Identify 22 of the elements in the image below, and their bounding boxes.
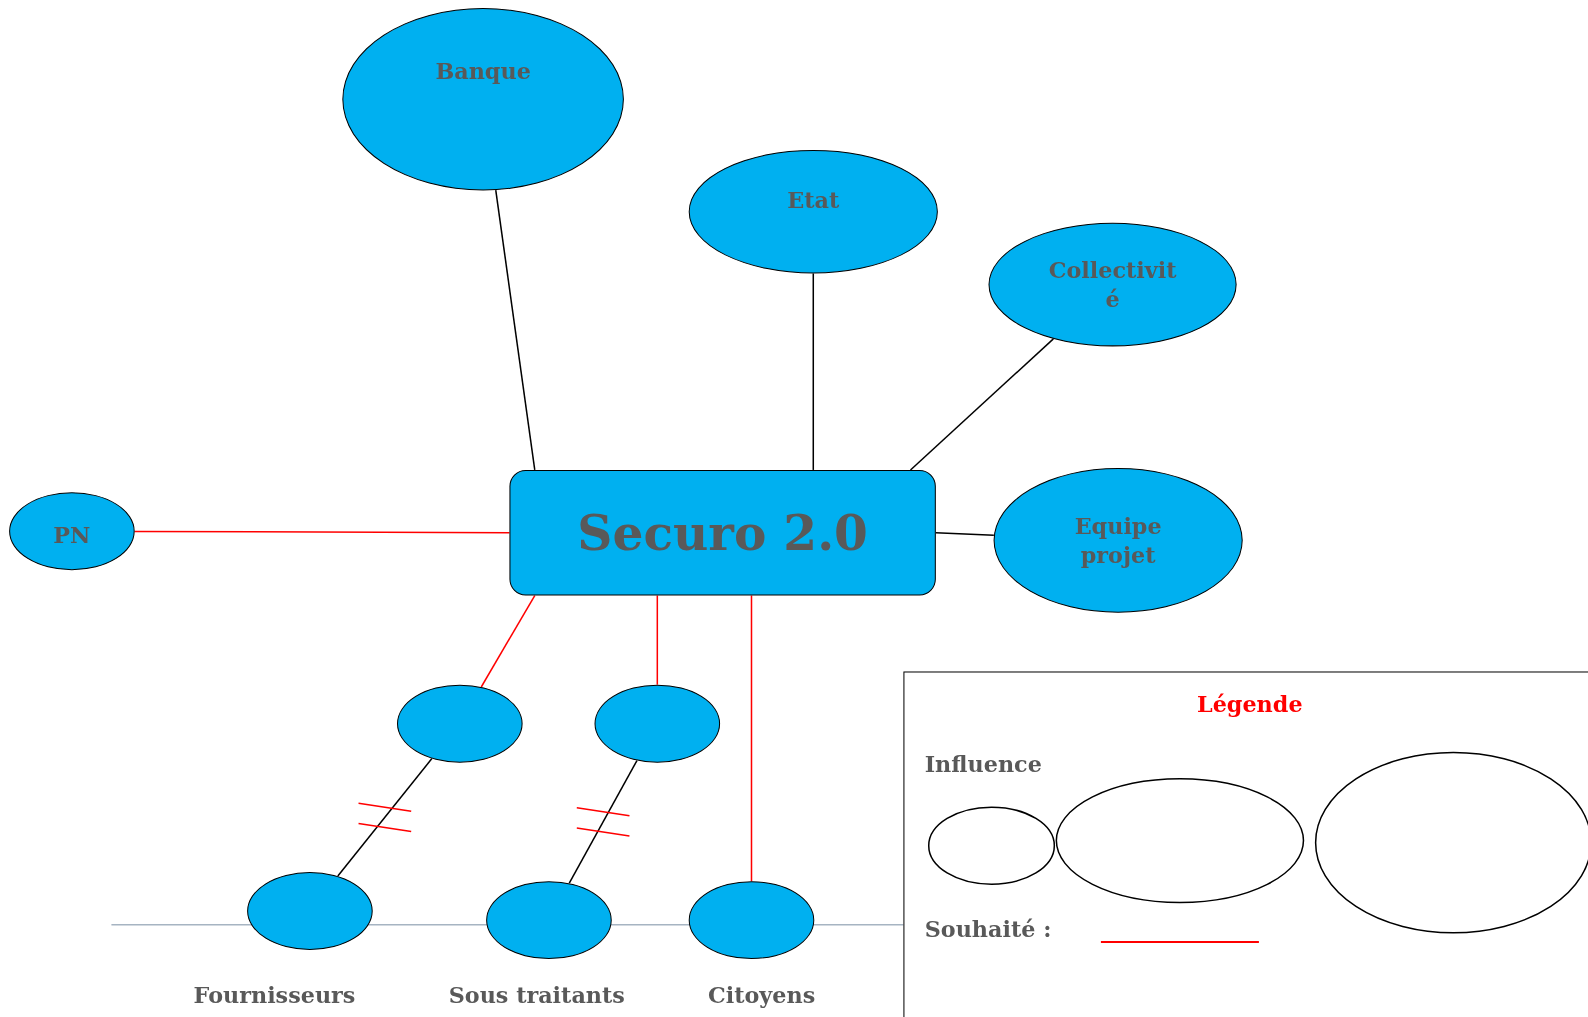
node-caption: Fournisseurs	[193, 981, 356, 1008]
node-label: Banque	[435, 56, 531, 86]
node-label: Securo 2.0	[577, 503, 868, 563]
legend-label: Influence	[924, 750, 1042, 777]
node-label: Equipe projet	[1073, 511, 1163, 570]
node-caption: Sous traitants	[448, 981, 625, 1008]
node-label: Etat	[787, 185, 840, 214]
connector-line	[568, 759, 638, 884]
connector-line	[133, 530, 511, 534]
legend-title: Légende	[1197, 690, 1303, 718]
connector-line	[656, 594, 659, 686]
connector-line	[495, 189, 536, 471]
connector-line	[812, 272, 815, 471]
legend-label: Souhaité :	[924, 915, 1052, 942]
connector-line	[909, 338, 1055, 471]
connector-line	[750, 594, 753, 882]
project-box	[509, 469, 936, 596]
node-label: Collectivité	[1047, 255, 1178, 314]
node-label: PN	[53, 520, 91, 550]
node-caption: Citoyens	[708, 981, 816, 1008]
connector-line	[935, 531, 995, 536]
connector-line	[337, 757, 433, 877]
